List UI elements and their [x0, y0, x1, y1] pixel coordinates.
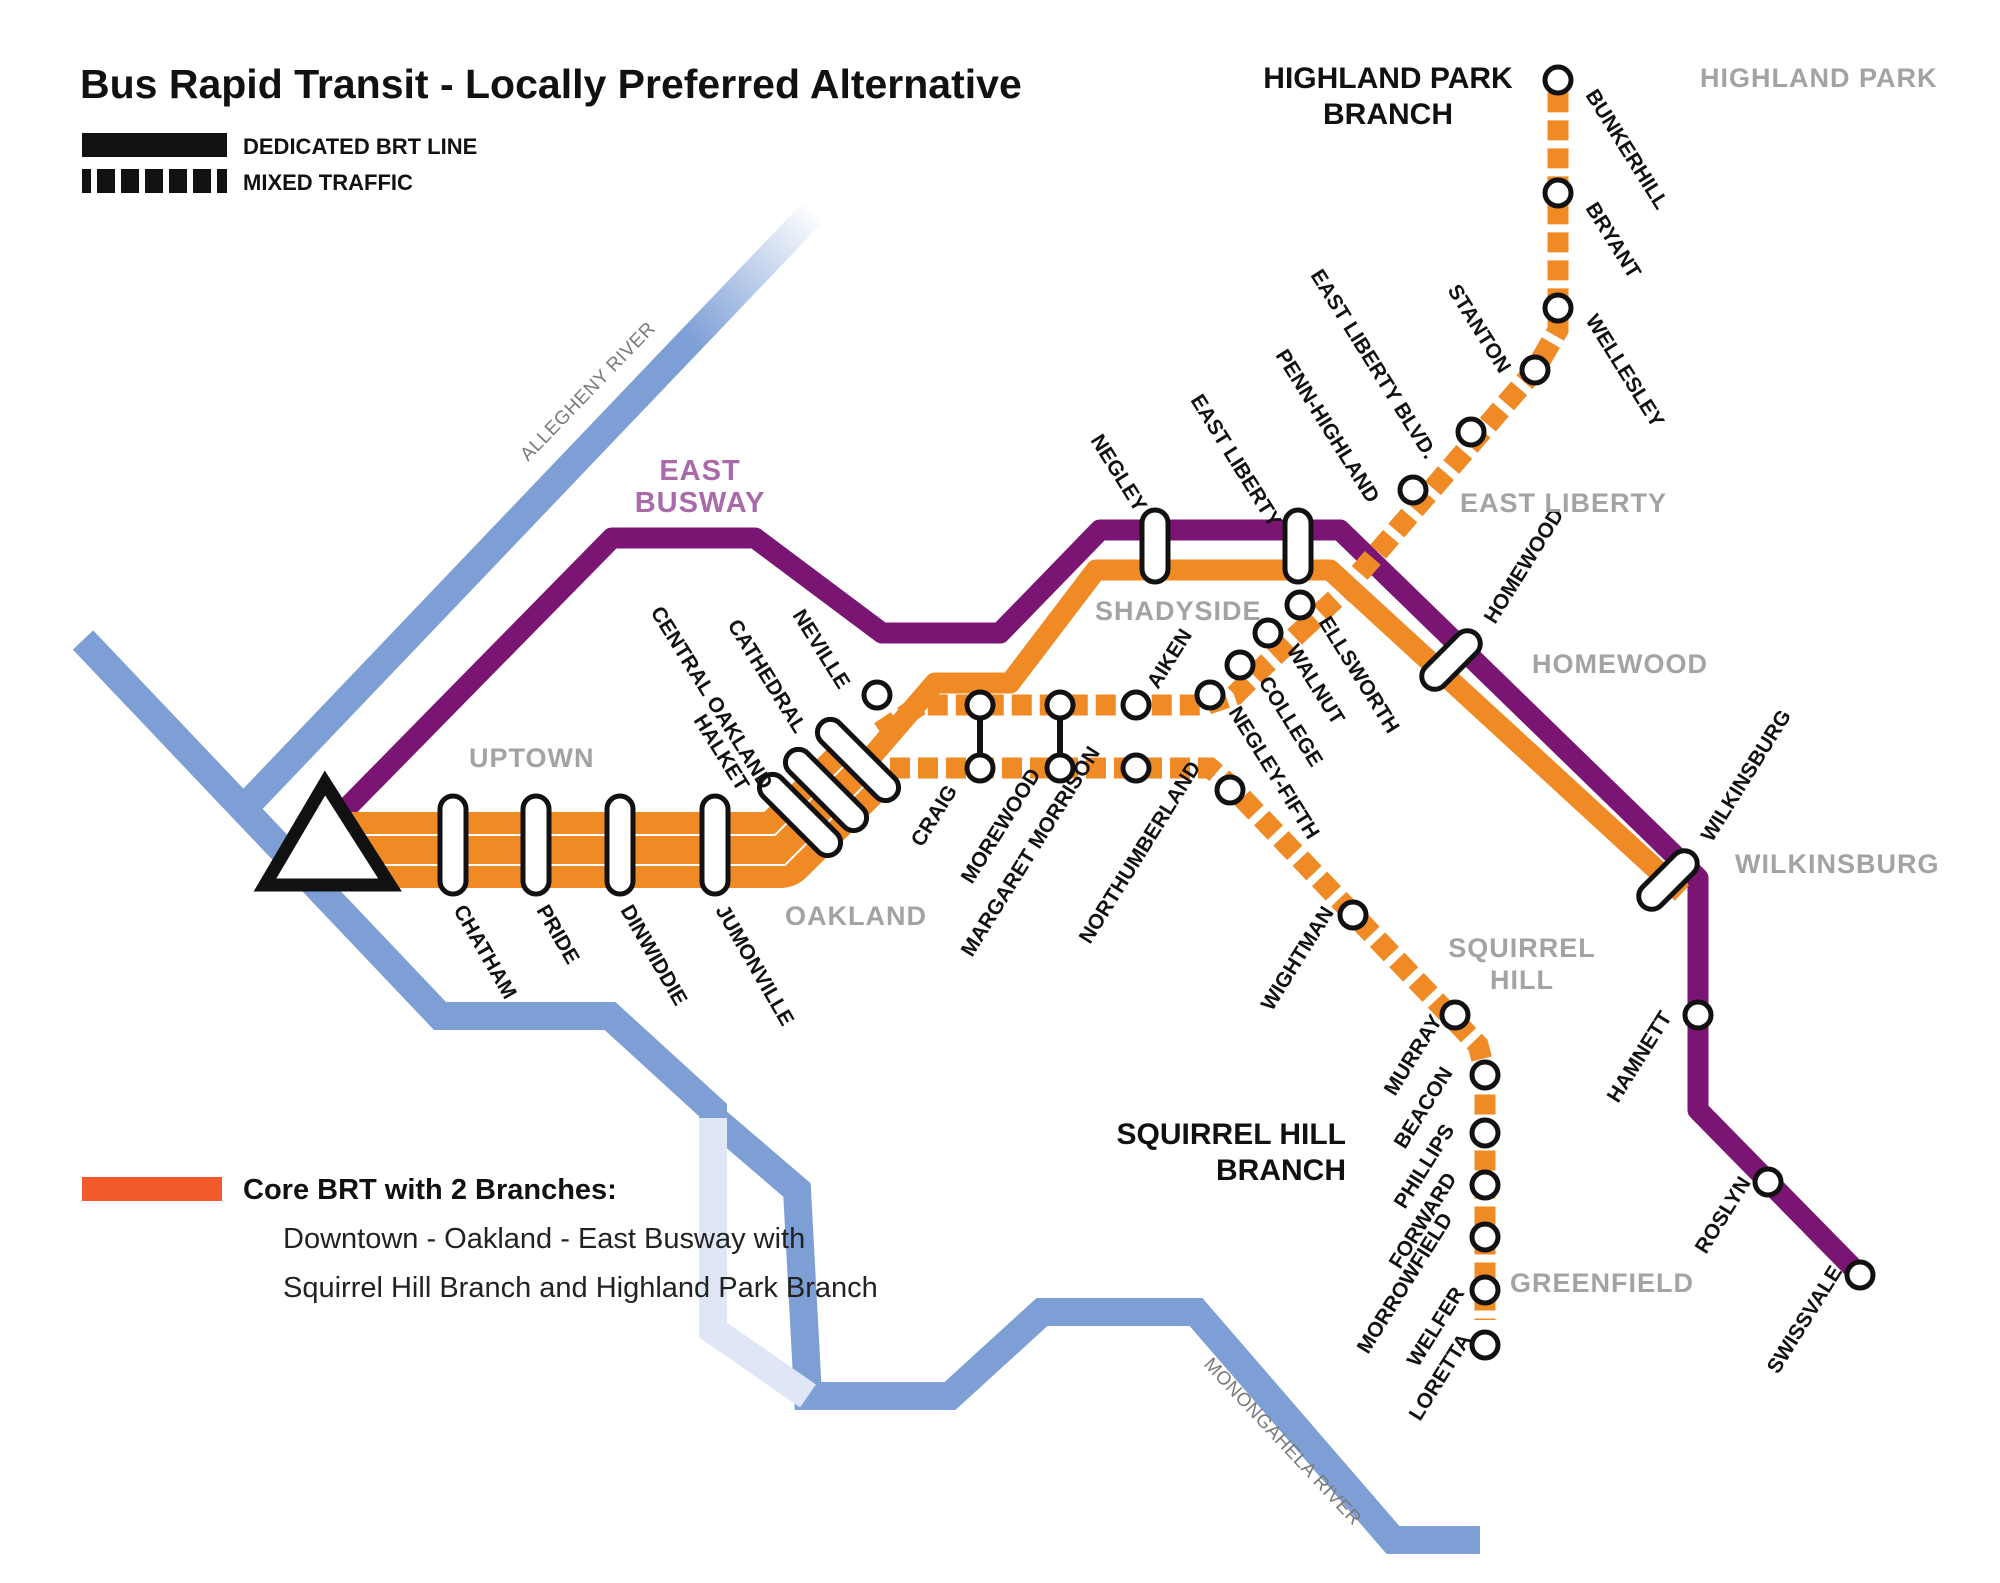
station-marker-roslyn — [1752, 1166, 1784, 1198]
station-marker-east-liberty — [1282, 507, 1314, 585]
station-marker-aiken — [1120, 689, 1152, 721]
legend-core-desc-line2: Squirrel Hill Branch and Highland Park B… — [283, 1272, 878, 1304]
station-label-neville: NEVILLE — [788, 605, 855, 692]
highland-branch-label-line1: HIGHLAND PARK — [1263, 62, 1513, 95]
squirrel-arm-dashed — [890, 757, 1496, 1320]
station-marker-northumberland — [1214, 774, 1246, 806]
station-marker-chatham — [437, 793, 469, 897]
station-marker-jumonville — [699, 793, 731, 897]
east-busway-line — [322, 519, 1868, 1283]
station-marker-neville — [861, 679, 893, 711]
station-marker-halket — [756, 771, 844, 859]
downtown-terminal-icon — [253, 770, 402, 892]
station-marker-homewood — [1419, 628, 1483, 692]
station-marker-loretta — [1469, 1329, 1501, 1361]
station-label-craig: CRAIG — [907, 781, 962, 851]
squirrel-branch-label-line1: SQUIRREL HILL — [1117, 1118, 1346, 1151]
station-marker-welfer — [1469, 1274, 1501, 1306]
station-marker-craig-north — [964, 689, 996, 721]
station-marker-hamnett — [1682, 999, 1714, 1031]
allegheny-river — [237, 200, 826, 814]
station-label-northumberland: NORTHUMBERLAND — [1075, 757, 1206, 947]
station-marker-cathedral — [814, 716, 902, 804]
station-marker-dinwiddie — [604, 793, 636, 897]
station-marker-phillips — [1469, 1117, 1501, 1149]
monongahela-river — [72, 630, 1480, 1554]
highland-arm-dashed — [1292, 82, 1569, 640]
station-marker-central-oakland — [782, 746, 870, 834]
station-label-dinwiddie: DINWIDDIE — [616, 901, 692, 1009]
station-markers — [437, 64, 1876, 1361]
monongahela-river-label: MONONGAHELA RIVER — [1199, 1354, 1365, 1530]
station-label-homewood: HOMEWOOD — [1480, 505, 1569, 628]
station-label-negley: NEGLEY — [1086, 430, 1151, 515]
legend-mixed-label: MIXED TRAFFIC — [243, 170, 413, 195]
station-label-stanton: STANTON — [1443, 280, 1515, 377]
station-label-aiken: AIKEN — [1143, 625, 1197, 693]
area-label-uptown: UPTOWN — [469, 743, 595, 773]
station-label-central-oakland: CENTRAL OAKLAND — [646, 602, 777, 793]
station-marker-beacon — [1469, 1059, 1501, 1091]
east-busway-label-line1: EAST — [659, 455, 740, 487]
legend-dedicated-swatch — [82, 133, 227, 157]
area-label-squirrel-hill-line1: SQUIRREL — [1448, 933, 1596, 963]
area-label-highland-park: HIGHLAND PARK — [1700, 63, 1938, 93]
station-marker-margaret-morrison — [1120, 752, 1152, 784]
map-title: Bus Rapid Transit - Locally Preferred Al… — [80, 61, 1022, 107]
area-label-east-liberty: EAST LIBERTY — [1460, 488, 1667, 518]
station-label-hamnett: HAMNETT — [1603, 1007, 1677, 1106]
highland-branch-label-line2: BRANCH — [1323, 98, 1453, 131]
line-labels: EAST BUSWAY HIGHLAND PARK BRANCH SQUIRRE… — [635, 62, 1513, 1187]
monongahela-light-segment — [699, 1118, 816, 1408]
station-marker-murray — [1439, 999, 1471, 1031]
station-label-swissvale: SWISSVALE — [1763, 1262, 1847, 1378]
area-label-shadyside: SHADYSIDE — [1095, 596, 1262, 626]
legend-core-swatch — [82, 1177, 222, 1201]
area-label-homewood: HOMEWOOD — [1532, 649, 1708, 679]
station-marker-stanton — [1519, 354, 1551, 386]
station-label-wightman: WIGHTMAN — [1257, 903, 1339, 1015]
station-marker-swissvale — [1844, 1259, 1876, 1291]
east-busway-label-line2: BUSWAY — [635, 487, 766, 519]
station-marker-negley-fifth — [1194, 679, 1226, 711]
core-to-shadyside — [852, 559, 1690, 901]
area-label-wilkinsburg: WILKINSBURG — [1735, 849, 1939, 879]
squirrel-branch-label-line2: BRANCH — [1216, 1154, 1346, 1187]
station-label-wilkinsburg: WILKINSBURG — [1697, 706, 1796, 846]
station-marker-forward — [1469, 1169, 1501, 1201]
station-label-bunkerhill: BUNKERHILL — [1581, 85, 1673, 213]
station-marker-penn-highland — [1397, 474, 1429, 506]
station-marker-wightman — [1337, 899, 1369, 931]
station-marker-wellesley — [1542, 292, 1574, 324]
area-labels: HIGHLAND PARK EAST LIBERTY SHADYSIDE HOM… — [469, 63, 1939, 1298]
legend-mixed-swatch — [82, 169, 227, 193]
station-marker-morewood-north — [1044, 689, 1076, 721]
station-marker-pride — [520, 793, 552, 897]
station-label-wellesley: WELLESLEY — [1581, 310, 1669, 431]
station-marker-wilkinsburg — [1636, 848, 1700, 912]
station-marker-bryant — [1542, 177, 1574, 209]
station-marker-college — [1224, 649, 1256, 681]
station-marker-negley — [1139, 507, 1171, 585]
station-marker-morrowfield — [1469, 1221, 1501, 1253]
station-marker-east-liberty-blvd — [1455, 416, 1487, 448]
station-label-east-liberty: EAST LIBERTY — [1186, 390, 1286, 531]
station-label-bryant: BRYANT — [1581, 198, 1646, 282]
legend: Bus Rapid Transit - Locally Preferred Al… — [80, 61, 1022, 1304]
legend-core-heading: Core BRT with 2 Branches: — [243, 1174, 617, 1206]
station-marker-bunkerhill — [1542, 64, 1574, 96]
station-marker-morewood-south — [1044, 752, 1076, 784]
legend-core-desc-line1: Downtown - Oakland - East Busway with — [283, 1223, 805, 1255]
station-label-roslyn: ROSLYN — [1691, 1173, 1756, 1258]
area-label-squirrel-hill-line2: HILL — [1490, 965, 1554, 995]
legend-dedicated-label: DEDICATED BRT LINE — [243, 134, 477, 159]
station-marker-walnut — [1252, 617, 1284, 649]
station-label-pride: PRIDE — [532, 901, 584, 968]
area-label-oakland: OAKLAND — [785, 901, 927, 931]
station-marker-ellsworth — [1284, 589, 1316, 621]
station-marker-craig-south — [964, 752, 996, 784]
area-label-greenfield: GREENFIELD — [1510, 1268, 1694, 1298]
station-label-chatham: CHATHAM — [449, 901, 521, 1003]
